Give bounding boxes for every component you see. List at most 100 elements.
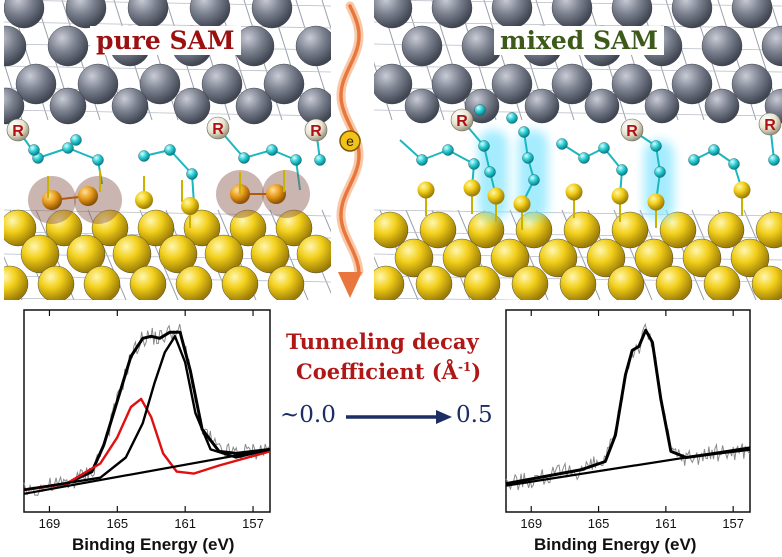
gold-atom [463,265,501,300]
gold-atom [374,211,409,249]
gold-atom [91,209,129,247]
carbon-atom [708,144,720,156]
electrode-atom [761,25,782,67]
electrode-atom [263,63,305,105]
gold-atom [703,265,741,300]
gold-atom [275,209,313,247]
gold-atom [751,265,782,300]
tunneling-caption: Tunneling decay Coefficient (Å-1) ~0.0 0… [270,326,506,446]
r-group-label: R [12,123,24,140]
r-group-label: R [456,113,468,130]
pure-sam-title: pure SAM [90,26,241,55]
sulfur-atom [463,179,481,197]
gold-atom [296,234,331,274]
x-tick-label: 161 [174,516,196,531]
gold-substrate-atoms [4,209,331,300]
sulfur-atom [417,181,435,199]
electrode-atom [704,88,740,124]
electron-label: e [346,133,354,149]
electrode-atom [671,0,713,29]
gold-atom [490,238,530,278]
r-group-atom [6,118,30,142]
electrode-atom [404,88,440,124]
carbon-atom [186,168,198,180]
gold-atom [559,265,597,300]
electrode-atom [47,25,89,67]
decay-value-to: 0.5 [456,402,493,428]
carbon-atom [138,150,150,162]
electrode-atom [65,0,107,29]
x-tick-label: 169 [520,516,542,531]
gold-atom [511,265,549,300]
gold-atom [586,238,626,278]
caption-line-2: Coefficient (Å-1) [296,359,481,384]
gold-atom [137,209,175,247]
gold-atom [659,211,697,249]
electrode-atom [524,88,560,124]
gold-atom [415,265,453,300]
x-axis-label: Binding Energy (eV) [534,535,697,554]
carbon-atom [768,154,780,166]
sulfur-atom-disulfide [266,184,286,204]
sulfur-atom [181,197,199,215]
carbon-atom [556,138,568,150]
carbon-atom [518,126,530,138]
carbon-atom [654,166,666,178]
r-group-label: R [212,121,224,138]
carbon-atom [468,158,480,170]
gold-atom [112,234,152,274]
gold-atom [4,265,29,300]
arrow-head-icon [338,272,362,298]
carbon-atom [506,112,518,124]
sulfur-atom [565,183,583,201]
electrode-atom [731,63,773,105]
gold-atom [419,211,457,249]
electron-icon [339,130,361,152]
background-line [23,448,271,495]
x-tick-label: 165 [588,516,610,531]
carbon-atom [266,144,278,156]
increase-arrow-icon [346,410,452,424]
electrode-atom [4,0,45,29]
electrode-atom [431,63,473,105]
carbon-atom [616,164,628,176]
electrode-atom [731,0,773,29]
gold-atom [755,211,782,249]
r-group-atom [304,118,328,142]
gold-atom [175,265,213,300]
carbon-atom [314,154,326,166]
gold-atom [394,238,434,278]
x-tick-label: 165 [106,516,128,531]
r-group-atom [758,112,782,136]
carbon-atom [62,142,74,154]
sulfur-atom-disulfide [42,190,62,210]
electrode-atom [15,63,57,105]
gold-atom [374,265,405,300]
caption-unit-exponent: -1 [457,360,472,374]
carbon-atom [28,144,40,156]
carbon-atom [70,134,82,146]
carbon-atom [416,154,428,166]
electrode-atom [295,25,331,67]
carbon-atom [474,104,486,116]
gold-atom [538,238,578,278]
r-group-label: R [764,117,776,134]
gold-atom [682,238,722,278]
electrode-atom [139,63,181,105]
electrode-atom [401,25,443,67]
decay-value-from: ~0.0 [280,402,336,428]
plot-frame [505,309,751,513]
electron-tunneling-arrow: e [326,0,374,300]
gold-atom [183,209,221,247]
carbon-atom [650,140,662,152]
caption-unit-close: ) [471,359,482,384]
carbon-atom [92,154,104,166]
r-group-atom [206,116,230,140]
gold-atom [730,238,770,278]
gold-atom [267,265,305,300]
sulfur-atom [513,195,531,213]
